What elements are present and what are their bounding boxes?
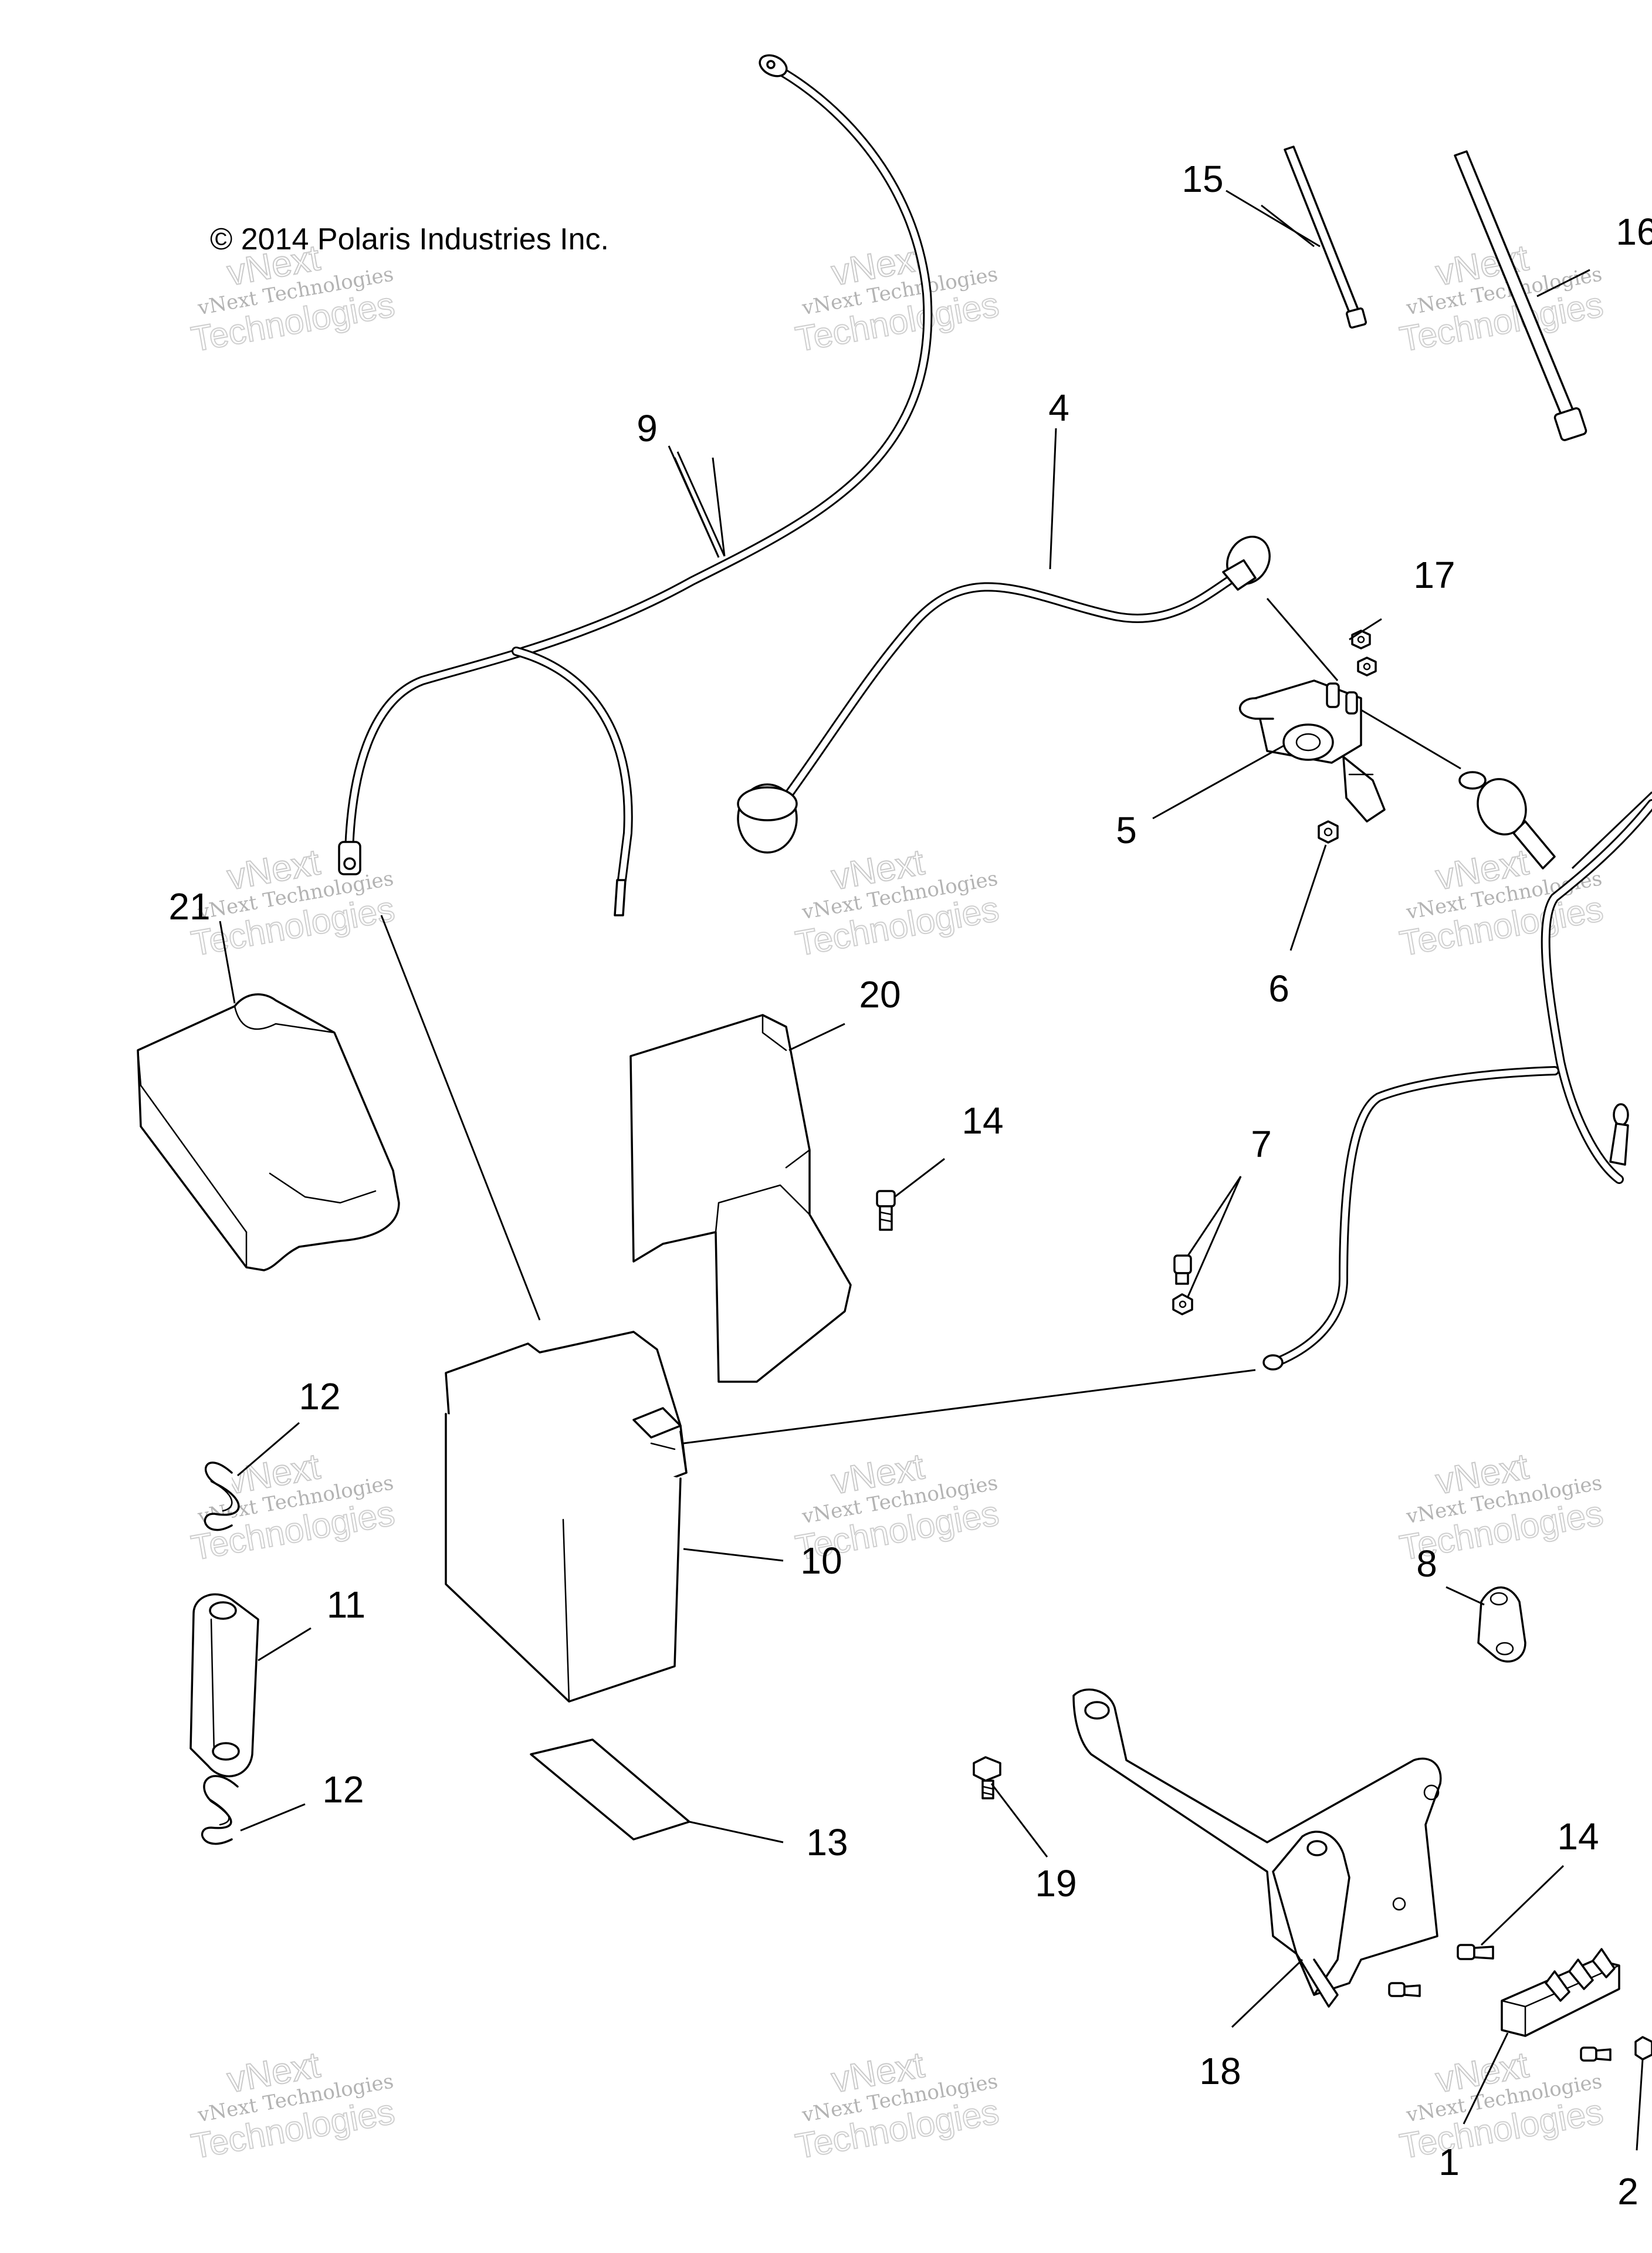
- part-17-nuts: [1351, 630, 1377, 676]
- callout-7: 7: [1251, 1123, 1272, 1165]
- watermark: vNext vNext Technologies Technologies: [188, 1446, 398, 1568]
- callout-21: 21: [168, 885, 210, 928]
- watermark: vNext vNext Technologies Technologies: [1396, 841, 1607, 964]
- callout-14-upper: 14: [962, 1100, 1003, 1142]
- part-21-cover: [137, 993, 400, 1271]
- callout-13: 13: [806, 1821, 848, 1863]
- part-10-battery: [445, 1331, 688, 1703]
- watermark: vNext vNext Technologies Technologies: [188, 841, 398, 964]
- callout-16: 16: [1616, 211, 1652, 253]
- callout-10: 10: [800, 1540, 842, 1582]
- part-6-nut: [1318, 820, 1339, 844]
- watermark: vNext vNext Technologies Technologies: [792, 2044, 1003, 2167]
- part-2-nut: [1634, 2036, 1652, 2061]
- callout-18: 18: [1199, 2050, 1241, 2092]
- callout-2: 2: [1617, 2170, 1639, 2213]
- part-7-bolt-nut: [1172, 1254, 1193, 1315]
- copyright-text: © 2014 Polaris Industries Inc.: [210, 222, 609, 256]
- part-8-clamp: [1477, 1586, 1526, 1663]
- callout-4: 4: [1048, 387, 1069, 429]
- part-11-strap: [189, 1593, 259, 1778]
- callout-6: 6: [1268, 967, 1289, 1010]
- callout-14-lower: 14: [1557, 1815, 1599, 1858]
- watermark: vNext vNext Technologies Technologies: [792, 237, 1003, 360]
- callout-12-lower: 12: [322, 1768, 364, 1811]
- callout-1: 1: [1438, 2141, 1460, 2183]
- part-1-bus-bar: [1501, 1948, 1620, 2037]
- callout-5: 5: [1116, 809, 1137, 851]
- part-14-bolt-lower: [1388, 1944, 1612, 2062]
- part-9-cable: [338, 54, 933, 916]
- callout-19: 19: [1035, 1862, 1076, 1904]
- watermark: vNext vNext Technologies Technologies: [188, 2044, 398, 2167]
- part-15-cable-tie: [1284, 146, 1367, 329]
- part-16-cable-tie: [1454, 150, 1587, 441]
- part-18-bracket: [1072, 1688, 1442, 2008]
- callout-20: 20: [859, 973, 901, 1016]
- callout-8: 8: [1416, 1542, 1437, 1585]
- callout-17: 17: [1413, 554, 1455, 596]
- part-20-heat-shield: [629, 1014, 852, 1383]
- part-13-pad: [530, 1738, 690, 1841]
- part-12-clip-upper: [204, 1462, 240, 1531]
- callout-15: 15: [1182, 158, 1223, 200]
- callouts: 4 5 6 7 8 9 10 11 12 12 13 14 14 15 16 1…: [168, 158, 1652, 2213]
- right-edge-cable: [1262, 771, 1652, 1371]
- part-14-bolt: [876, 1190, 896, 1231]
- callout-12-upper: 12: [299, 1375, 340, 1418]
- callout-11: 11: [327, 1584, 365, 1626]
- part-5-solenoid: [1238, 679, 1386, 823]
- part-4-cable: [737, 536, 1271, 854]
- leader-lines: [219, 190, 1652, 2151]
- watermark: vNext vNext Technologies Technologies: [792, 841, 1003, 964]
- part-12-clip-lower: [201, 1775, 239, 1845]
- callout-9: 9: [637, 407, 658, 449]
- part-19-bolt: [973, 1756, 1001, 1799]
